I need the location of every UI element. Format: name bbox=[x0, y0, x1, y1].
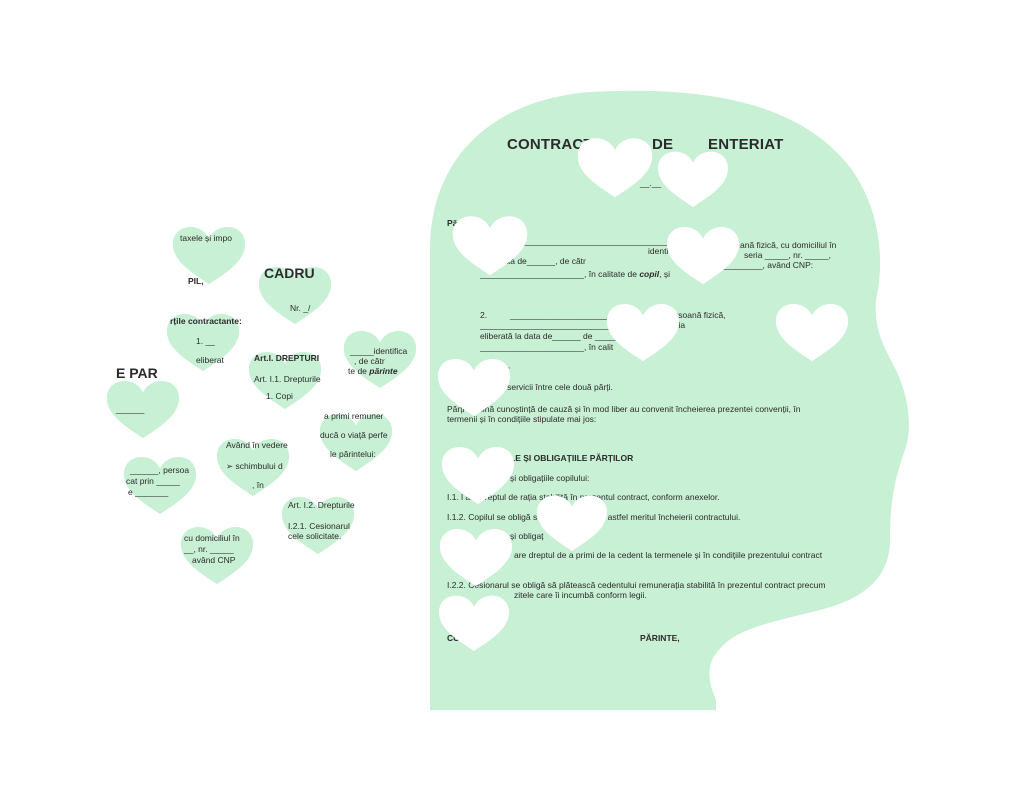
party2-line2: ____________________________ nt prin ___… bbox=[480, 320, 686, 330]
article-i22b: zitele care îi incumbă conform legii. bbox=[514, 590, 647, 600]
fragment-parinte: te de părinte bbox=[348, 366, 398, 376]
fragment-parintelui: le părintelui: bbox=[330, 449, 376, 459]
fragment-cat-prin: cat prin _____ bbox=[126, 476, 180, 486]
fragment-par: E PAR bbox=[116, 365, 158, 381]
signature-parent: PĂRINTE, bbox=[640, 633, 680, 643]
fragment-nr: Nr. _/ bbox=[290, 303, 311, 313]
party1-line3-text: ______________________, în calitate de bbox=[480, 269, 637, 279]
fragment-persoa-line: ______, persoa bbox=[130, 465, 190, 475]
fragment-in: , în bbox=[252, 480, 264, 490]
fragment-taxes: taxele și impo bbox=[180, 233, 232, 243]
party2-number: 2. bbox=[480, 310, 488, 320]
white-heart-shape bbox=[439, 528, 513, 587]
agreement-line2: termenii și în condițiile stipulate mai … bbox=[447, 414, 597, 424]
fragment-art11: Art. I.1. Drepturile bbox=[254, 374, 321, 384]
white-heart-shape bbox=[441, 446, 515, 505]
fragment-solicitate: cele solicitate. bbox=[288, 531, 342, 541]
white-heart-shape bbox=[658, 151, 728, 207]
subject-fragment: : bbox=[508, 364, 511, 374]
fragment-cnp: având CNP bbox=[192, 555, 236, 565]
fragment-schimbului-text: schimbului d bbox=[235, 461, 283, 471]
section1-sub: și obligațiile copilului: bbox=[510, 473, 590, 483]
article-i22a: I.2.2. Cesionarul se obligă să plătească… bbox=[447, 580, 826, 590]
fragment-underline: ______ bbox=[116, 404, 145, 414]
white-heart-shape bbox=[577, 138, 653, 198]
white-heart-shape bbox=[437, 358, 511, 417]
fragment-persoa: persoa bbox=[163, 465, 190, 475]
fragment-art12: Art. I.2. Drepturile bbox=[288, 500, 355, 510]
fragment-remuner: a primi remuner bbox=[324, 411, 384, 421]
fragment-nr2: __, nr. _____ bbox=[184, 544, 234, 554]
contract-title-tail: ENTERIAT bbox=[708, 136, 784, 153]
fragment-one: 1. __ bbox=[196, 336, 215, 346]
party1-underline: ________________________________ bbox=[520, 236, 672, 246]
fragment-copil: PIL, bbox=[188, 276, 204, 286]
party1-line3: ______________________, în calitate de c… bbox=[480, 269, 670, 279]
parties-heading: Păr bbox=[447, 218, 461, 228]
contract-title-de: DE bbox=[652, 136, 674, 153]
section2-sub: și obligaț bbox=[510, 531, 544, 541]
white-heart-shape bbox=[606, 303, 680, 362]
fragment-avand: Având în vedere bbox=[226, 440, 288, 450]
signature-left: CO bbox=[447, 633, 460, 643]
contract-title-left: CONTRACT bbox=[507, 136, 593, 153]
fragment-eliberat: eliberat bbox=[196, 355, 224, 365]
agreement-line1: Părți deplină cunoștință de cauză și în … bbox=[447, 404, 801, 414]
fragment-art1: Art.I. DREPTURI bbox=[254, 353, 320, 363]
fragment-copil2: 1. Copi bbox=[266, 391, 293, 401]
party1-line2c: _________, având CNP: bbox=[720, 260, 814, 270]
fragment-te-de: te de bbox=[348, 366, 367, 376]
fragment-e: e _______ bbox=[128, 487, 169, 497]
article-i21: are dreptul de a primi de la cedent la t… bbox=[514, 550, 823, 560]
party2-line3: eliberată la data de______ de __________… bbox=[480, 331, 664, 341]
white-heart-shape bbox=[666, 226, 740, 285]
head-silhouette bbox=[430, 90, 909, 711]
party2-line4: ______________________, în calit bbox=[480, 342, 614, 352]
fragment-catr: , de cătr bbox=[354, 356, 385, 366]
fragment-i21: I.2.1. Cesionarul bbox=[288, 521, 350, 531]
contract-number-line: __.__ bbox=[640, 178, 662, 188]
fragment-domiciliul: cu domiciliul în bbox=[184, 533, 240, 543]
white-heart-shape bbox=[775, 303, 849, 362]
party1-role: copil bbox=[639, 269, 660, 279]
party1-line1: ană fizică, cu domiciliul în bbox=[740, 240, 837, 250]
subject-line: e servicii între cele două părți. bbox=[500, 382, 613, 392]
fragment-parinte-role: părinte bbox=[369, 366, 398, 376]
fragment-schimbului: ➢ schimbului d bbox=[226, 461, 283, 471]
party1-line3-end: , și bbox=[659, 269, 671, 279]
white-heart-shape bbox=[452, 216, 528, 276]
white-heart-shape bbox=[439, 595, 509, 651]
fragment-parti: rțile contractante: bbox=[170, 316, 242, 326]
white-heart-shape bbox=[537, 495, 607, 551]
party1-identific: identific bbox=[648, 246, 677, 256]
party1-line2: tă la data de______, de cătr bbox=[480, 256, 586, 266]
section1-heading: LE ȘI OBLIGAȚIILE PĂRȚILOR bbox=[510, 453, 634, 463]
fragment-viata: ducă o viață perfe bbox=[320, 430, 388, 440]
party1-line2b: seria _____, nr. _____, bbox=[744, 250, 831, 260]
fragment-cadru: CADRU bbox=[264, 265, 315, 281]
fragment-identifica: _____identifica bbox=[350, 346, 408, 356]
